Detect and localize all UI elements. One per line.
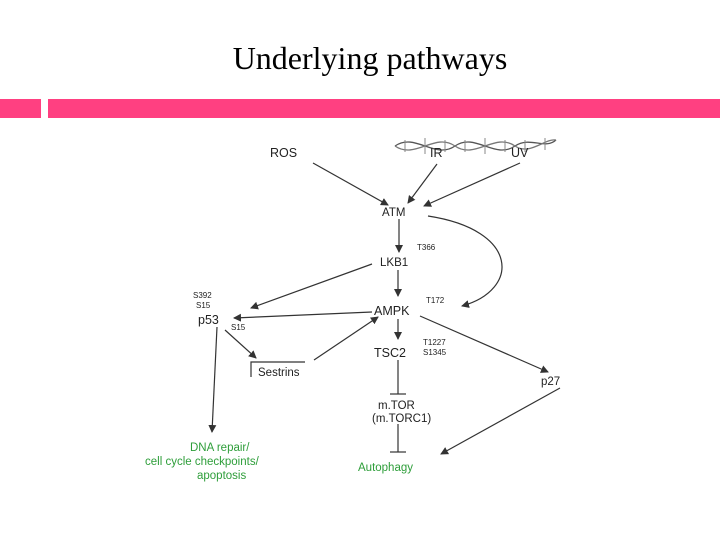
site-tsc2-s1345: S1345 <box>423 348 447 357</box>
outcome-dna-repair-line2: cell cycle checkpoints/ <box>145 456 260 468</box>
node-mtor-line2: (m.TORC1) <box>372 413 431 425</box>
edge-uv-atm <box>423 162 521 207</box>
accent-bar-left <box>0 99 41 118</box>
node-ampk: AMPK <box>374 304 410 318</box>
edge-ir-atm <box>407 163 438 204</box>
outcome-autophagy: Autophagy <box>358 462 413 474</box>
site-tsc2-t1227: T1227 <box>423 338 446 347</box>
accent-bar-right <box>48 99 720 118</box>
node-ros: ROS <box>270 146 297 160</box>
edge-p53-dna-repair <box>208 326 218 433</box>
site-lkb1-t366: T366 <box>417 243 436 252</box>
outcome-dna-repair-line1: DNA repair/ <box>190 442 250 454</box>
node-atm: ATM <box>382 207 405 219</box>
dna-helix-icon <box>394 138 557 154</box>
node-uv: UV <box>511 146 529 160</box>
node-p53: p53 <box>198 313 219 327</box>
edge-atm-ampk-curve <box>427 215 503 308</box>
edge-ampk-p27 <box>419 315 549 373</box>
edge-p53-sestrins <box>224 329 257 359</box>
node-p27: p27 <box>541 376 560 388</box>
edge-sestrins-ampk <box>313 316 379 361</box>
outcome-dna-repair-line3: apoptosis <box>197 470 246 482</box>
slide-title: Underlying pathways <box>232 40 508 76</box>
node-mtor-line1: m.TOR <box>378 400 415 412</box>
sestrins-bracket <box>250 361 305 377</box>
node-tsc2: TSC2 <box>374 346 406 360</box>
edge-ampk-p53 <box>233 311 373 322</box>
site-p53-s15-bottom: S15 <box>231 323 246 332</box>
edge-p27-autophagy <box>440 387 561 455</box>
node-sestrins: Sestrins <box>258 367 300 379</box>
edge-ros-atm <box>312 162 389 206</box>
node-lkb1: LKB1 <box>380 257 408 269</box>
site-ampk-t172: T172 <box>426 296 445 305</box>
edge-lkb1-p53 <box>250 263 373 310</box>
site-p53-s392: S392 <box>193 291 212 300</box>
site-p53-s15-top: S15 <box>196 301 211 310</box>
node-ir: IR <box>430 146 443 160</box>
